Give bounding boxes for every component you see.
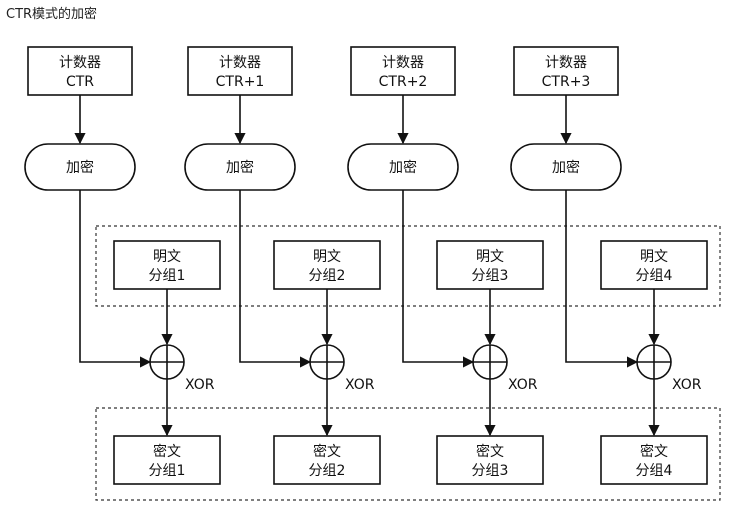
keystream-line xyxy=(79,190,152,368)
ciphertext-box xyxy=(273,435,381,485)
ciphertext-box xyxy=(113,435,221,485)
plaintext-block-label: 分组1 xyxy=(149,268,186,284)
plaintext-box xyxy=(436,240,544,290)
ciphertext-group-outline xyxy=(95,407,721,501)
ciphertext-label: 密文 xyxy=(313,443,341,460)
ciphertext-box xyxy=(600,435,708,485)
ciphertext-block-label: 分组2 xyxy=(309,463,346,479)
encrypt-label: 加密 xyxy=(389,159,417,176)
keystream-line xyxy=(402,190,475,368)
xor-label: XOR xyxy=(185,377,215,393)
diagram-title: CTR模式的加密 xyxy=(6,7,98,22)
keystream-line xyxy=(565,190,639,368)
counter-label: 计数器 xyxy=(219,55,261,71)
plaintext-label: 明文 xyxy=(313,249,341,265)
counter-label: 计数器 xyxy=(59,55,101,71)
counter-value: CTR+3 xyxy=(542,74,591,90)
ciphertext-label: 密文 xyxy=(153,443,181,460)
plaintext-group-outline xyxy=(95,225,721,307)
counter-box xyxy=(187,46,293,96)
counter-label: 计数器 xyxy=(545,55,587,71)
plaintext-block-label: 分组4 xyxy=(636,268,673,284)
xor-label: XOR xyxy=(672,377,702,393)
xor-label: XOR xyxy=(508,377,538,393)
ciphertext-block-label: 分组3 xyxy=(472,463,509,479)
plaintext-block-label: 分组3 xyxy=(472,268,509,284)
counter-label: 计数器 xyxy=(382,55,424,71)
ciphertext-label: 密文 xyxy=(476,443,504,460)
counter-value: CTR xyxy=(66,74,94,90)
ciphertext-label: 密文 xyxy=(640,443,668,460)
plaintext-label: 明文 xyxy=(476,249,504,265)
encrypt-label: 加密 xyxy=(552,159,580,176)
plaintext-box xyxy=(113,240,221,290)
counter-box xyxy=(27,46,133,96)
plaintext-box xyxy=(600,240,708,290)
xor-label: XOR xyxy=(345,377,375,393)
counter-value: CTR+2 xyxy=(379,74,428,90)
plaintext-label: 明文 xyxy=(640,249,668,265)
ciphertext-box xyxy=(436,435,544,485)
ciphertext-block-label: 分组1 xyxy=(149,463,186,479)
plaintext-block-label: 分组2 xyxy=(309,268,346,284)
encrypt-label: 加密 xyxy=(66,159,94,176)
keystream-line xyxy=(239,190,312,368)
counter-value: CTR+1 xyxy=(216,74,265,90)
ciphertext-block-label: 分组4 xyxy=(636,463,673,479)
plaintext-box xyxy=(273,240,381,290)
encrypt-label: 加密 xyxy=(226,159,254,176)
plaintext-label: 明文 xyxy=(153,249,181,265)
